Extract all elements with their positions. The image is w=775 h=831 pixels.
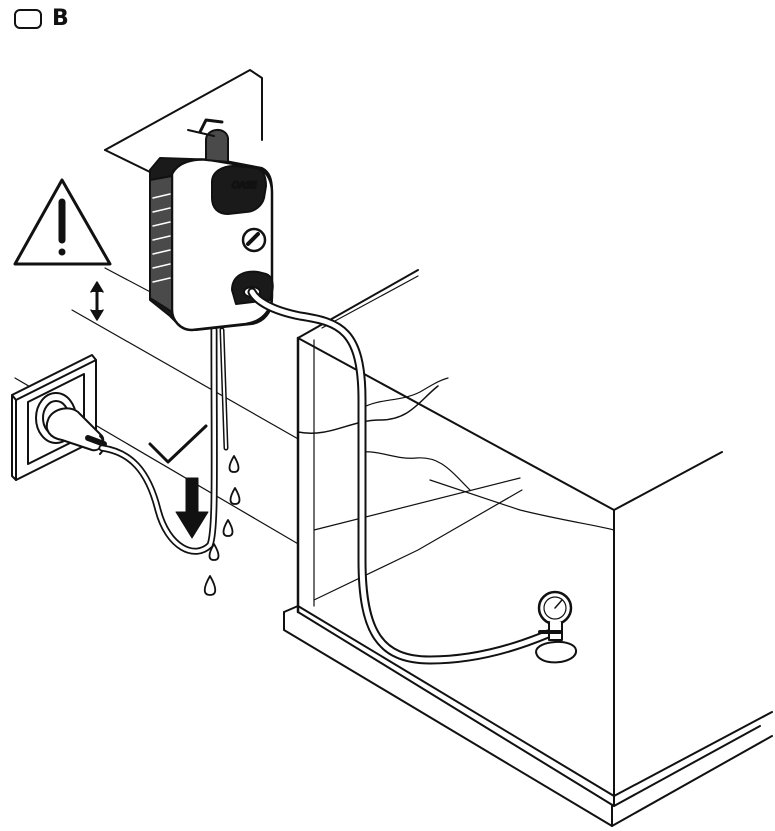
warning-icon <box>15 180 110 264</box>
checkbox-icon[interactable] <box>14 9 42 29</box>
check-icon <box>150 426 206 462</box>
brand-logo: OASE <box>232 181 257 191</box>
wall-panel <box>105 70 262 172</box>
pump-icon: OASE <box>150 120 273 330</box>
option-label: B <box>52 6 69 31</box>
double-arrow-icon <box>91 282 103 320</box>
water-drop-icon <box>205 456 240 595</box>
drip-cable <box>222 330 226 448</box>
pressure-gauge-icon <box>536 592 576 662</box>
option-header: B <box>14 8 69 30</box>
air-hose <box>252 292 548 660</box>
power-cable <box>102 330 214 551</box>
down-arrow-icon <box>176 478 208 538</box>
aquarium-tank <box>284 270 772 826</box>
